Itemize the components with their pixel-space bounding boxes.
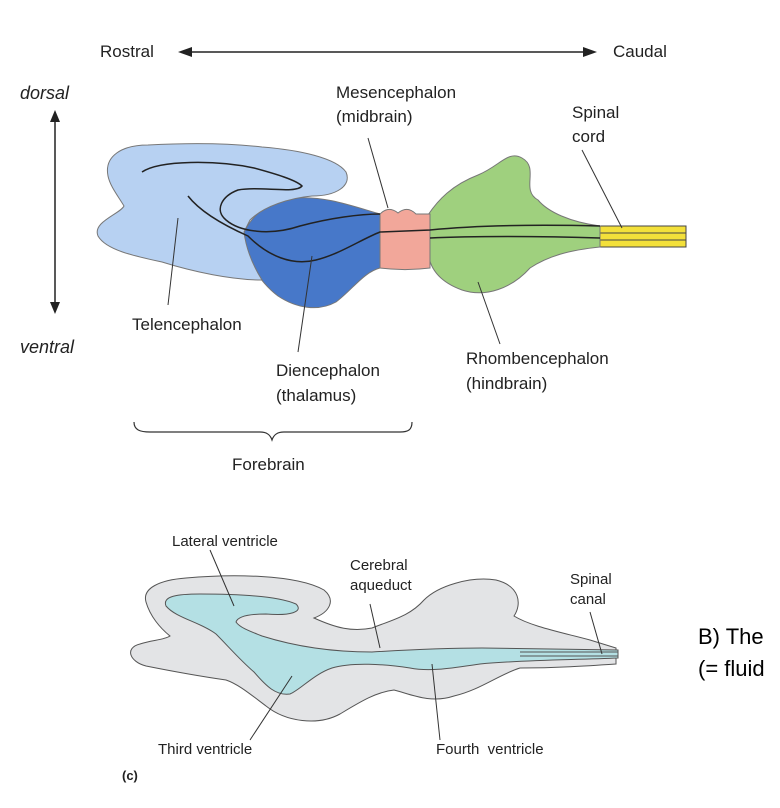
panel-c-label: (c) [122, 768, 138, 783]
bottom-leader-lines [209, 549, 603, 741]
side-text-line-1: B) The [698, 624, 764, 649]
spinal-label: Spinal [570, 571, 612, 588]
top-leader-lines [167, 137, 623, 353]
cerebral-label: Cerebral [350, 557, 408, 574]
aqueduct-label: aqueduct [350, 577, 412, 594]
fourth-ventricle-label: Fourth ventricle [436, 741, 544, 758]
midbrain-label: (midbrain) [336, 107, 413, 126]
caudal-label: Caudal [613, 42, 667, 61]
ventricle-system [164, 593, 619, 695]
diencephalon-label: Diencephalon [276, 361, 380, 380]
hindbrain-label: (hindbrain) [466, 374, 548, 393]
rhombencephalon-region [427, 155, 601, 294]
telencephalon-label: Telencephalon [132, 315, 242, 334]
thalamus-label: (thalamus) [276, 386, 357, 405]
side-text-line-2: (= fluid [698, 656, 765, 681]
forebrain-brace [133, 421, 413, 442]
lateral-ventricle-label: Lateral ventricle [172, 533, 278, 550]
mesencephalon-region [379, 208, 431, 270]
spinal-cord-label-1: Spinal [572, 103, 620, 122]
rostral-label: Rostral [100, 42, 154, 61]
spinal-cord-label-2: cord [572, 127, 606, 146]
third-ventricle-label: Third ventricle [158, 741, 253, 758]
dorsal-ventral-arrow [50, 110, 60, 314]
forebrain-label: Forebrain [232, 455, 305, 474]
mesencephalon-label: Mesencephalon [336, 83, 457, 102]
ventral-label: ventral [20, 337, 75, 357]
rhombencephalon-label: Rhombencephalon [466, 349, 609, 368]
rostral-caudal-arrow [178, 47, 597, 57]
spinal-cord-region [597, 225, 687, 248]
brain-internal-lines [141, 161, 601, 263]
canal-label: canal [570, 591, 606, 608]
dorsal-label: dorsal [20, 83, 70, 103]
